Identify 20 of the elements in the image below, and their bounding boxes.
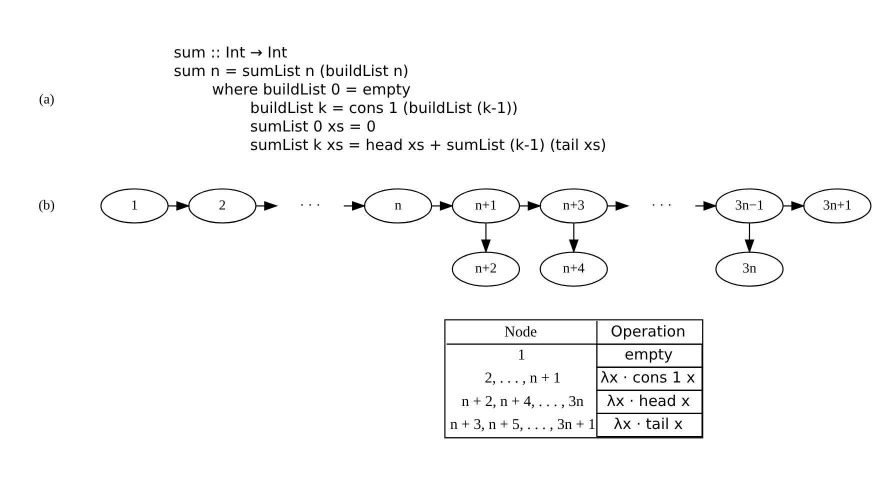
label: Node — [504, 324, 537, 340]
node-text: · · · — [651, 198, 672, 213]
label: sum n = sumList n (buildList n) — [174, 61, 409, 80]
label: n + 2, n + 4, . . . , 3n — [462, 393, 584, 410]
label: 2, . . . , n + 1 — [484, 370, 561, 386]
label: (b) — [38, 198, 55, 213]
label: (a) — [38, 92, 54, 107]
label: λx · head x — [606, 391, 690, 410]
label: empty — [624, 345, 673, 364]
label: sumList 0 xs = 0 — [250, 116, 376, 135]
label: Operation — [610, 322, 686, 340]
label: buildList k = cons 1 (buildList (k-1)) — [250, 98, 518, 116]
label: n + 3, n + 5, . . . , 3n + 1 — [450, 416, 596, 432]
label: sum :: Int → Int — [174, 42, 288, 61]
node-text: · · · — [300, 198, 321, 213]
label: where buildList 0 = empty — [212, 80, 411, 98]
label: λx · cons 1 x — [600, 368, 696, 386]
label: 1 — [518, 347, 526, 364]
label: λx · tail x — [614, 414, 683, 432]
label: sumList k xs = head xs + sumList (k-1) (tail xs) — [250, 135, 606, 154]
